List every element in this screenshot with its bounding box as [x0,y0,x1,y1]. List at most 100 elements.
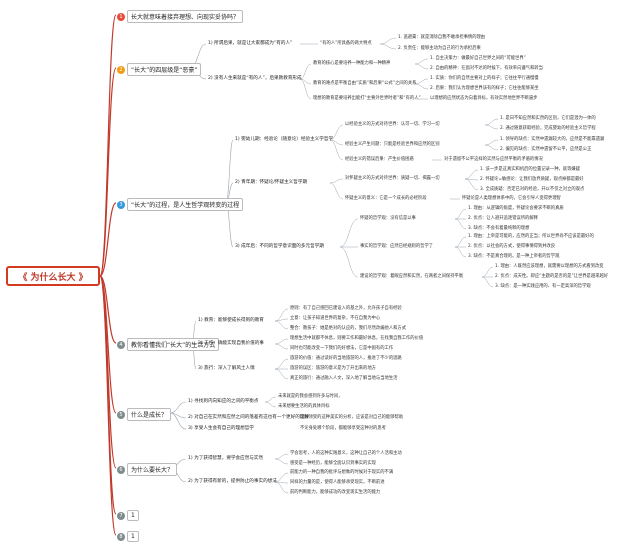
b2-sub1-item: 1. 逃避責：就是消除自我不敢承担事情的理由 [398,35,486,40]
b2-sub1-node[interactable]: “有的人”所具备的两大特点 [320,41,372,46]
b4-sub2[interactable]: 2) 工作：确能实现自我价值的事 [198,341,264,346]
b3-sub1[interactable]: 1) 婴幼儿期：经验论（随意论）经验主义学哲学 [235,137,334,142]
connector-line [464,178,479,191]
b3-sub2-node[interactable]: 对怀疑主义的方式对待世界：质疑一切、揭露一切 [345,176,440,181]
b3-sub3[interactable]: 3) 成年后：不同的哲学意识面的多元哲学期 [235,244,324,249]
b3-sub3-item: 1. 理由：上帝是可能的，应然的正当；所以世界尚不应该是最好的 [468,234,594,239]
b4-sub1[interactable]: 1) 教育：能够使成长得到的教育 [198,318,264,323]
connector-line [274,320,289,330]
b3-sub2-item: 2. 怀疑论=敏感论：让我们放弃质疑，观点掉都是最好 [480,177,584,182]
branch-label: 长大就意味着接弃理想、向现实妥协吗？ [127,10,244,23]
connector-line [414,58,429,65]
connector-line [329,178,344,184]
connector-line [264,396,277,403]
branch-label: “长大”的过程，是人生哲学观转变的过程 [127,198,244,211]
b2-sub2-node[interactable]: 理想的教育是要培养出能打“主要外世界时者”和“有的人” [313,96,421,101]
b5-sub3-item: 不论身处哪个阶段，都能够享受这种对的思考 [300,426,386,431]
connector-line [414,83,429,90]
b3-sub1-node[interactable]: 经验主义的错误后果：产生价值困惑 [345,157,414,162]
connector-line [454,246,467,258]
b3-sub3-node[interactable]: 怀疑的哲学观：没有信是以事 [360,216,416,221]
b3-sub3-node[interactable]: 事实的哲学观：应然已经规则的哲学了 [360,244,434,249]
b3-sub1-item: 对于遗留不公平这样的实然与应然平衡的矛盾的情况 [444,157,543,162]
connector-line [379,37,397,45]
b4-sub1-item: 立意：让孩子知道世界的复杂，不在自我为中心 [290,316,381,321]
b2-sub1[interactable]: 1) 所谓后果，就是让大家都成为“有的人” [208,41,293,46]
b3-sub3-item: 2. 优点：以社会的方式，使得事情得到并改良 [468,244,556,249]
branch-label: 1 [127,531,139,542]
number-badge: 1 [117,12,125,21]
root-topic[interactable]: 《 为什么长大 》 [6,266,100,286]
b6-sub1[interactable]: 1) 为了获得智慧，要学会应然与实然 [188,456,264,461]
b3-sub1-node[interactable]: 以经验主义的方式对待世界：认可一切、学习一切 [345,122,440,127]
b3-sub1-item: 1. 领导的缺点：实然中遗漏较大的，应然是不能靠遗漏 [500,137,605,142]
b2-sub2-node[interactable]: 教育的核心是要培养一种能力和一种精神 [313,61,391,66]
b3-sub3-item: 1. 理由：从逻辑的角度，怀疑论会要求不断的真质 [468,206,564,211]
branch-label: 1 [127,510,139,521]
branch-2[interactable]: 2“长大”的四层级是“恶豪” [117,63,202,76]
b3-sub2-item: 怀疑论是人类理想体系中的，它会引导人变得更理智 [462,196,561,201]
b3-sub3-item: 2. 优点：让人避开追逐错误所的解释 [468,216,538,221]
b5-sub1[interactable]: 1) 寻找到内向知应的之间的平衡点 [188,399,259,404]
branch-label: 教你看懂我们“长大”的生活方式 [127,338,220,351]
b3-sub3-item: 1. 理由：人既然应该理想，就需要以理想的方式看到改变 [495,264,604,269]
b3-sub1-item: 1. 是日不知应然和实然的区别，它们是混为一体的 [500,116,596,121]
b5-sub2[interactable]: 2) 对自己在实然和应然之间的落差有这也有一个更好的理解 [188,415,310,420]
b2-sub2[interactable]: 2) 没有人生来就是“有的人”，后果教教育形成 [208,76,302,81]
b4-sub3[interactable]: 3) 旅行：深入了解风土人情 [198,366,255,371]
b6-sub1-item: 学会思考，人的这种实践意义，这种让自己的个人活和主动 [290,451,402,456]
connector-line [274,481,289,494]
b6-sub2-item: 前的判断能力，能够成功的改变现实生活的能力 [290,490,381,495]
b3-sub1-item: 2. 通过随意获取经验，完成婴幼的经验主义哲学程 [500,126,596,131]
connector-line [264,401,277,408]
connector-line [329,182,344,200]
b3-sub2[interactable]: 2) 青年期：怀疑论/怀疑主义哲学期 [235,180,308,185]
number-badge: 6 [117,465,125,474]
b2-sub2-item: 以理想的应然状态为向着目标，有效实然地世界不断逼步 [430,96,538,101]
connector-line [274,358,289,370]
branch-label: “长大”的四层级是“恶豪” [127,63,202,76]
b3-sub2-item: 1. 该一步是这真实和机后的位置记录一种，就等嫌疑 [480,167,580,172]
connector-line [464,169,479,180]
connector-line [274,308,289,322]
b3-sub3-node[interactable]: 建设的哲学观：着眼应然和实然，在两者之间保持平衡 [360,274,464,279]
number-badge: 8 [117,532,125,541]
connector-line [414,63,429,70]
b4-sub3-item: 旅游的误区：旅游的意义是为了开出来的地方 [290,366,376,371]
connector-line [99,67,117,277]
b2-sub2-item: 2. 自由的精神：在面对不达的时候下，有效率向遵气和转当 [430,66,543,71]
b2-sub2-node[interactable]: 教育的难点是平衡自由“实质”和后果“公式”之间的关系 [313,81,417,86]
connector-line [169,401,187,414]
connector-line [414,78,429,85]
b5-sub3[interactable]: 3) 享受人生会有自己的理想哲学 [188,426,254,431]
connector-line [299,78,312,100]
connector-line [169,412,187,430]
connector-line [274,453,289,460]
b2-sub2-item: 1. 自主决策力：做最好自己世界之间的“可能世界” [430,56,526,61]
connector-line [454,236,467,248]
connector-line [274,338,289,345]
b5-sub1-item: 未来就是的我会感到许多与时间， [278,394,343,399]
b3-sub3-item: 3. 缺点：不是真合理的。是一种上帝者的哲学观 [468,254,560,259]
branch-label: 什么是成长？ [127,408,172,421]
connector-line [484,118,499,126]
b6-sub2[interactable]: 2) 为了获得有新的，提供防止的事实的想法 [188,479,277,484]
b6-sub2-item: 同样的力量的是，使得人能够承受现实，不断前进 [290,480,385,485]
b2-sub2-item: 1. 实质：你们的自然主要对上的样子；它往往平行通慢慢 [430,76,539,81]
b3-sub1-item: 2. 偏见的缺点：实然中遗留不公平，应然是公正 [500,147,592,152]
connector-line [99,275,117,344]
connector-line [274,472,289,483]
b3-sub2-node[interactable]: 怀疑主义的意义：它是一个成长的必经阶段 [345,196,427,201]
connector-line [339,246,359,278]
connector-line [329,139,344,146]
b3-sub1-node[interactable]: 经验主义产生问题：只能是经验世界和应然的区别 [345,142,440,147]
connector-line [99,202,117,277]
b3-sub3-item: 3. 缺点：不会有着最纯粹的理想 [468,226,530,231]
branch-3[interactable]: 3“长大”的过程，是人生哲学观转变的过程 [117,198,244,211]
